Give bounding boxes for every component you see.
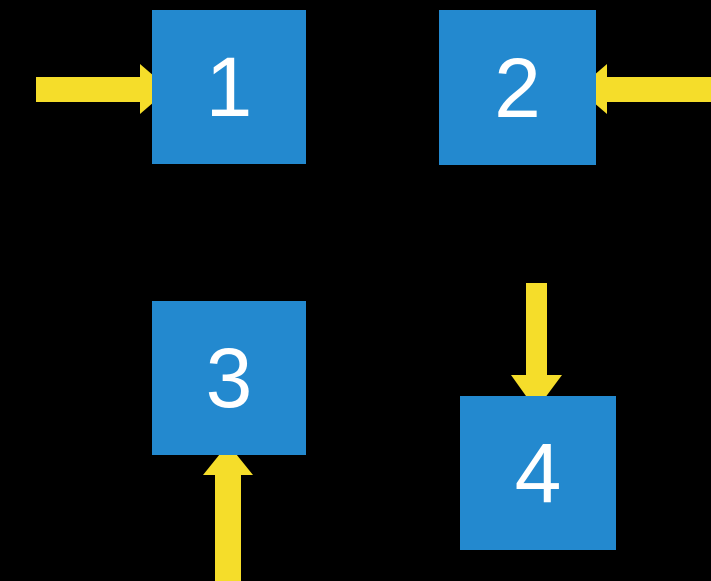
node-1-label: 1 (205, 40, 253, 134)
arrow-up-shape (203, 444, 253, 581)
arrow-into-3-icon (203, 444, 253, 581)
arrow-left-shape (578, 64, 711, 114)
arrow-into-4-icon (511, 283, 562, 411)
node-3[interactable]: 3 (152, 301, 306, 455)
node-3-label: 3 (205, 331, 253, 425)
node-4-label: 4 (514, 426, 562, 520)
arrow-into-2-icon (578, 64, 711, 114)
node-4[interactable]: 4 (460, 396, 616, 550)
node-1[interactable]: 1 (152, 10, 306, 164)
node-2-label: 2 (494, 40, 541, 135)
arrow-right-shape (36, 64, 169, 114)
arrow-into-1-icon (36, 64, 170, 114)
node-2[interactable]: 2 (439, 10, 596, 165)
arrow-down-shape (511, 283, 562, 410)
